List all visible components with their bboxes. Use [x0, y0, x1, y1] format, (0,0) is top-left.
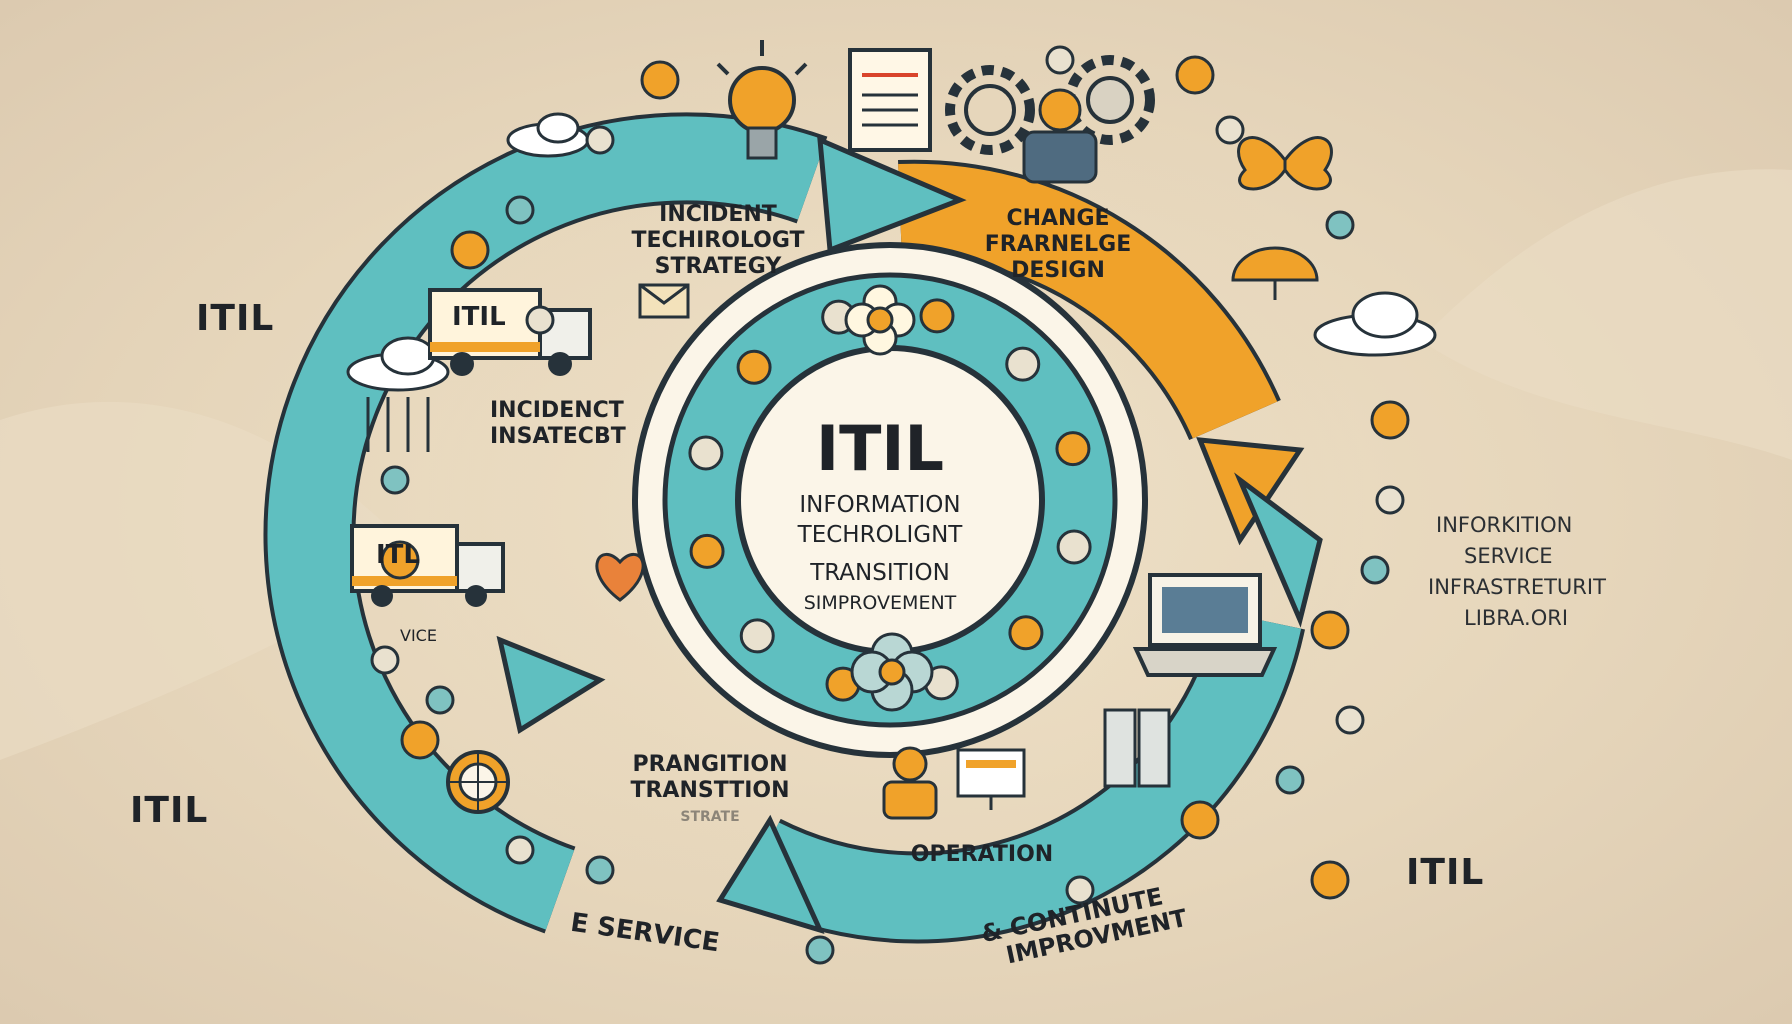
right-note-line4: LIBRA.ORI	[1464, 606, 1569, 630]
butterfly-icon	[1237, 136, 1333, 191]
arrow-head-bottom	[716, 814, 825, 934]
stage-strategy-line1: INCIDENT	[659, 202, 777, 227]
decorative-badge-icon	[585, 855, 615, 885]
right-note-line2: SERVICE	[1464, 544, 1553, 568]
ring-badge-icon	[688, 435, 724, 471]
arrow-head-left	[496, 635, 606, 734]
stage-incident-label: INCIDENCT INSATECBT	[490, 398, 626, 450]
right-note-line1: INFORKITION	[1436, 513, 1573, 537]
laptop-icon	[1132, 573, 1278, 677]
decorative-badge-icon	[1175, 55, 1215, 95]
heart-icon	[595, 553, 645, 602]
truck-icon	[350, 524, 505, 607]
stage-strategy-line2: TECHIROLOGT	[631, 228, 805, 253]
envelope-icon	[638, 283, 690, 319]
decorative-badge-icon	[1045, 45, 1075, 75]
stage-operation-label: OPERATION	[910, 842, 1054, 867]
decorative-badge-icon	[1310, 610, 1350, 650]
lightbulb-icon	[716, 40, 808, 160]
decorative-badge-icon	[1375, 485, 1405, 515]
background-wave-right	[1420, 169, 1792, 460]
decorative-badge-icon	[1180, 800, 1220, 840]
stage-design-line2: FRARNELGE	[984, 232, 1132, 257]
ring-badge-icon	[1055, 431, 1091, 467]
center-title: ITIL	[816, 412, 944, 485]
decorative-badge-icon	[585, 125, 615, 155]
arrow-head-lower-right	[1234, 472, 1323, 628]
decorative-badge-icon	[505, 835, 535, 865]
decorative-badge-icon	[380, 465, 410, 495]
stage-transition-line1: PRANGITION	[632, 752, 788, 777]
itil-label-right-bottom: ITIL	[1406, 852, 1485, 893]
decorative-badge-icon	[400, 720, 440, 760]
ring-badge-icon	[1005, 346, 1041, 382]
stage-strategy-label: INCIDENT TECHIROLOGT STRATEGY	[631, 202, 804, 280]
decorative-badge-icon	[450, 230, 490, 270]
decorative-badge-icon	[640, 60, 680, 100]
ring-badge-icon	[1056, 529, 1092, 565]
stage-design-label: CHANGE FRARNELGE DESIGN	[985, 206, 1131, 284]
itil-label-left-bottom: ITIL	[130, 790, 209, 831]
center-line3: TRANSITION	[810, 560, 950, 586]
stage-transition-line3: STRATE	[680, 809, 740, 825]
decorative-badge-icon	[1325, 210, 1355, 240]
ring-badge-icon	[739, 618, 775, 654]
umbrella-icon	[1231, 246, 1319, 300]
person-icon	[1022, 88, 1098, 184]
document-icon	[848, 48, 932, 152]
stage-incident-line2: INSATECBT	[490, 424, 626, 449]
ring-badge-icon	[689, 533, 725, 569]
stage-design-line3: DESIGN	[1011, 258, 1105, 283]
gear-icon	[945, 65, 1035, 155]
cloud-icon	[346, 336, 450, 452]
stage-strategy-line3: STRATEGY	[654, 254, 782, 279]
decorative-badge-icon	[505, 195, 535, 225]
ring-badge-icon	[1008, 615, 1044, 651]
server-icon	[1103, 708, 1171, 788]
center-line1: INFORMATION	[799, 492, 961, 518]
right-note: INFORKITION SERVICE INFRASTRETURIT LIBRA…	[1428, 510, 1606, 634]
decorative-badge-icon	[1360, 555, 1390, 585]
decorative-badge-icon	[1065, 875, 1095, 905]
stage-transition-line2: TRANSTTION	[630, 778, 790, 803]
truck-label-top: ITIL	[452, 302, 506, 332]
monitor-icon	[956, 748, 1026, 810]
decorative-badge-icon	[525, 305, 555, 335]
right-note-line3: INFRASTRETURIT	[1428, 575, 1606, 599]
target-icon	[446, 750, 510, 814]
itil-label-left-top: ITIL	[196, 298, 275, 339]
flower-icon	[850, 632, 934, 712]
decorative-badge-icon	[425, 685, 455, 715]
center-subtitle: INFORMATION TECHROLIGNT TRANSITION SIMPR…	[798, 490, 963, 618]
stage-incident-line1: INCIDENCT	[490, 398, 624, 423]
vice-label: VICE	[400, 626, 437, 645]
center-line4: SIMPROVEMENT	[803, 592, 957, 614]
decorative-badge-icon	[1275, 765, 1305, 795]
cloud-icon	[1313, 291, 1437, 357]
outer-lifecycle-ring	[263, 112, 1323, 944]
ring-badge-icon	[736, 349, 772, 385]
decorative-badge-icon	[380, 540, 420, 580]
arrow-head-top	[817, 136, 967, 254]
ring-badge-icon	[919, 298, 955, 334]
decorative-badge-icon	[1215, 115, 1245, 145]
decorative-badge-icon	[1335, 705, 1365, 735]
stage-transition-label: PRANGITION TRANSTTION STRATE	[630, 752, 789, 830]
decorative-badge-icon	[1310, 860, 1350, 900]
headset-person-icon	[882, 746, 938, 820]
decorative-badge-icon	[805, 935, 835, 965]
cloud-icon	[506, 112, 590, 158]
truck-label-bottom: ITL	[376, 540, 420, 570]
center-line2: TECHROLIGNT	[797, 522, 963, 548]
decorative-badges	[370, 45, 1410, 965]
decorative-badge-icon	[1370, 400, 1410, 440]
flower-icon	[844, 284, 916, 356]
decorative-badge-icon	[370, 645, 400, 675]
stage-design-line1: CHANGE	[1006, 206, 1110, 231]
